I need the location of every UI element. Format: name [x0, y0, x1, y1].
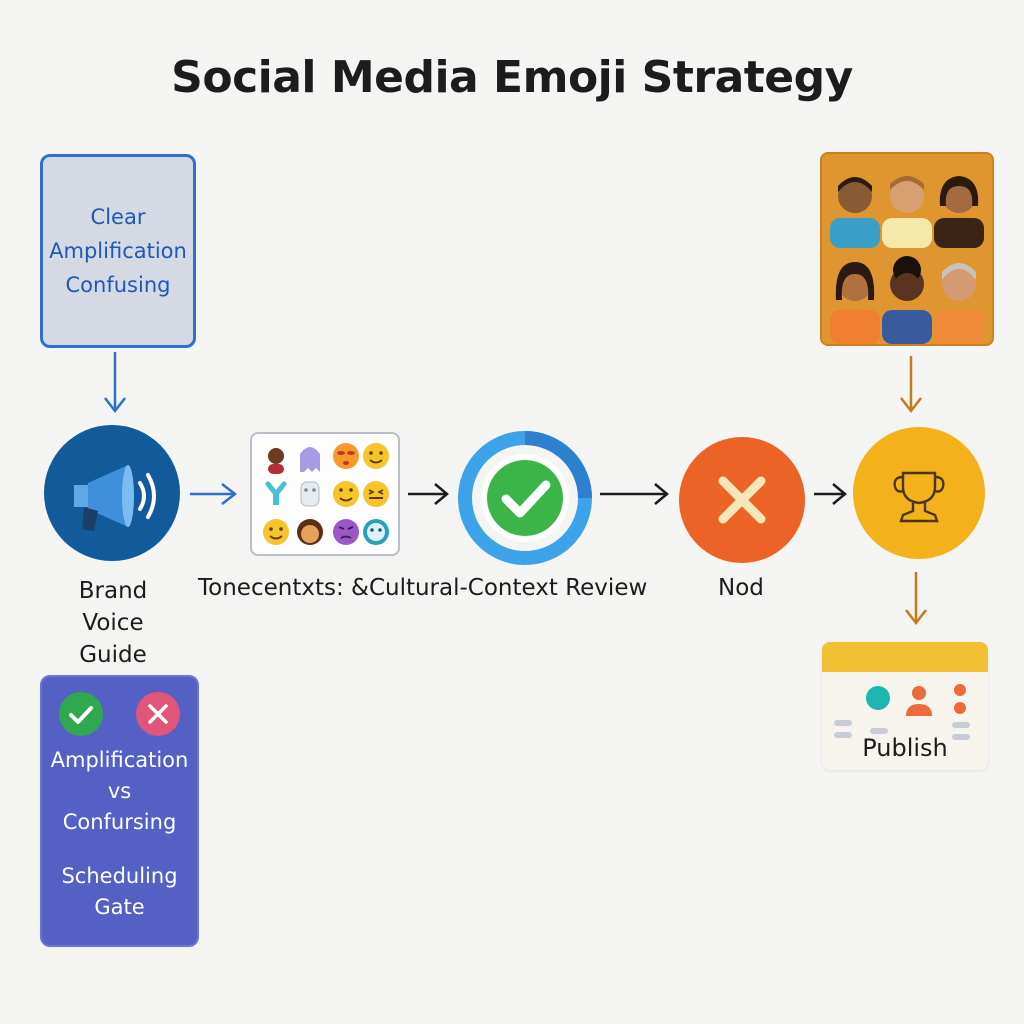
arrow-note-to-brand	[104, 352, 126, 414]
person-avatar	[934, 263, 984, 344]
arrow-brand-to-emoji	[190, 483, 238, 505]
panel-line-vs: vs	[107, 779, 132, 803]
ghost-emoji-icon	[300, 447, 320, 472]
scheduling-gate-panel: Amplification vs Confursing Scheduling G…	[40, 675, 199, 947]
cross-circle-icon	[136, 692, 180, 736]
tone-review-label: Tonecentxts: &Cultural-Context Review	[198, 575, 648, 601]
audience-photo	[822, 154, 992, 344]
panel-comparison-text: Amplification vs Confursing	[42, 745, 197, 838]
heart-hands-emoji-icon	[265, 481, 287, 505]
trophy-icon	[893, 471, 945, 523]
clarity-note-card: Clear Amplification Confusing	[40, 154, 196, 348]
person-avatar	[882, 176, 932, 248]
arrow-review-to-reject	[600, 483, 669, 505]
brand-voice-line-3: Guide	[79, 642, 147, 668]
smile-emoji-icon	[363, 443, 389, 469]
check-circle-icon	[59, 692, 103, 736]
panel-line-confursing: Confursing	[62, 810, 177, 834]
publish-label: Publish	[862, 734, 948, 762]
woman-emoji-icon	[297, 519, 323, 545]
arrow-audience-to-gold	[900, 356, 922, 414]
emoji-palette-panel	[250, 432, 400, 556]
arrow-reject-to-publish-node	[814, 483, 847, 505]
reject-node	[679, 437, 805, 563]
note-line-confusing: Confusing	[65, 273, 171, 297]
reject-label: Nod	[718, 575, 764, 601]
arrow-emoji-to-review	[408, 483, 449, 505]
page-title: Social Media Emoji Strategy	[171, 52, 853, 103]
person-avatar	[934, 176, 984, 248]
angry-emoji-icon	[333, 519, 359, 545]
brand-voice-line-2: Voice	[82, 610, 144, 636]
kiss-emoji-icon	[333, 443, 359, 469]
audience-group-icon	[834, 684, 970, 740]
emoji-grid	[263, 443, 389, 545]
brand-voice-label: Brand Voice Guide	[48, 575, 178, 671]
laugh-emoji-icon	[363, 481, 389, 507]
smile-emoji-icon	[263, 519, 289, 545]
person-emoji-icon	[268, 448, 284, 474]
check-icon	[458, 431, 592, 565]
person-avatar	[882, 256, 932, 344]
review-approve-node	[458, 431, 592, 565]
audience-photo-card	[820, 152, 994, 346]
publish-card-header	[822, 642, 988, 672]
brand-voice-node	[44, 425, 180, 561]
panel-line-gate: Gate	[94, 895, 145, 919]
arrow-gold-to-publish	[905, 572, 927, 626]
alien-emoji-icon	[363, 519, 389, 545]
note-line-clear: Clear	[90, 205, 146, 229]
panel-gate-text: Scheduling Gate	[42, 861, 197, 923]
publish-card: Publish	[822, 642, 988, 770]
note-line-amplification: Amplification	[49, 239, 187, 263]
approval-gold-node	[853, 427, 985, 559]
cross-icon	[718, 476, 766, 524]
megaphone-icon	[74, 465, 156, 531]
brand-voice-line-1: Brand	[78, 578, 148, 604]
panel-line-scheduling: Scheduling	[61, 864, 178, 888]
person-avatar	[830, 262, 880, 344]
person-avatar	[830, 177, 880, 248]
panel-line-amplification: Amplification	[50, 748, 189, 772]
robot-emoji-icon	[300, 481, 320, 507]
grin-emoji-icon	[333, 481, 359, 507]
